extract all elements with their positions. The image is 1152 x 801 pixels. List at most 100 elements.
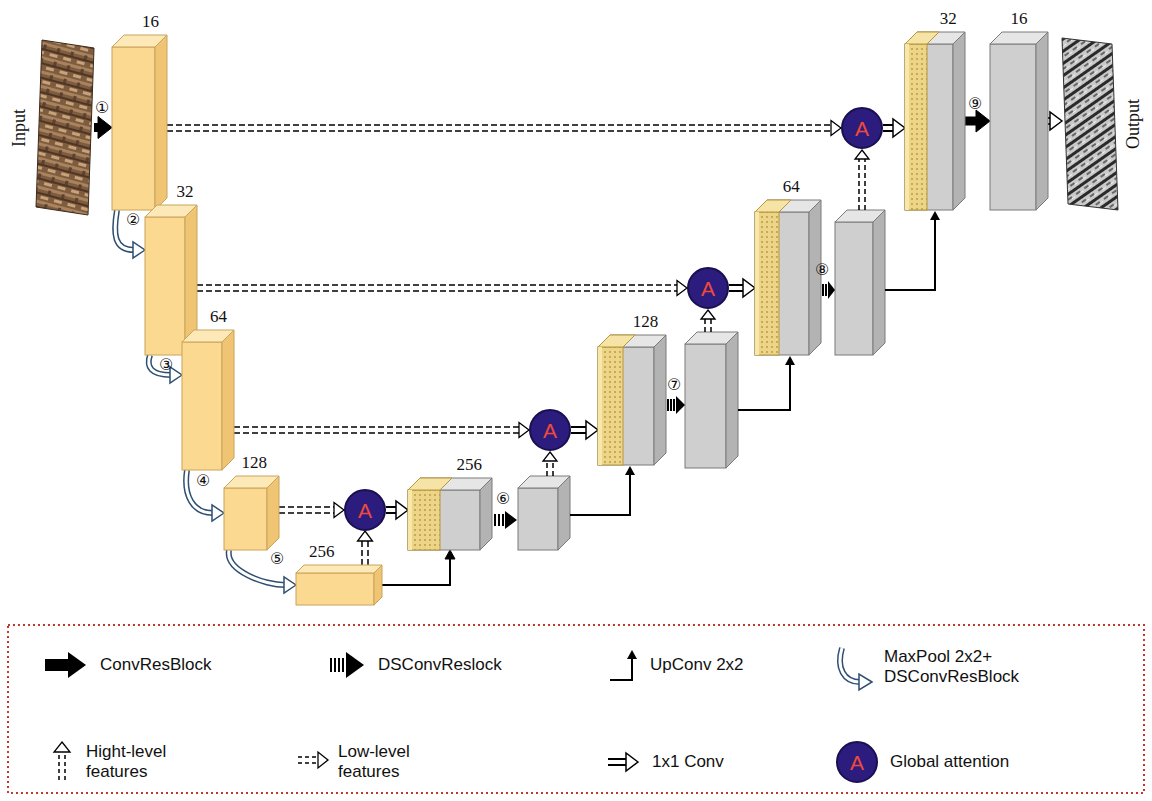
- feature-block: [990, 44, 1036, 210]
- attention-node: A: [529, 409, 571, 451]
- low-level-skip: [234, 423, 529, 438]
- legend-convres-symbol: [68, 652, 86, 678]
- dsconv-arrow: [494, 514, 496, 526]
- dashed-shaft: [234, 432, 520, 434]
- legend-maxpool-symbol: [859, 674, 872, 690]
- callout-number: ⑨: [968, 96, 982, 112]
- attention-letter: A: [837, 742, 877, 782]
- arrowhead: [396, 501, 408, 519]
- gray-feature-block: [685, 344, 726, 468]
- arrow-shaft: [729, 284, 744, 292]
- legend-lowlevel-symbol: [298, 762, 318, 764]
- conv1x1-arrow: [1048, 112, 1062, 130]
- feature-block: [755, 212, 759, 355]
- maxpool-arrow: [229, 550, 296, 593]
- arrowhead: [677, 281, 687, 296]
- arrowhead: [133, 242, 145, 258]
- feature-block: [905, 32, 939, 44]
- dashed-shaft: [197, 290, 678, 292]
- conv1x1-arrow: [729, 279, 755, 297]
- convres-arrow: [94, 117, 112, 139]
- arrow-shaft: [965, 117, 977, 126]
- high-level-arrow: [858, 158, 860, 210]
- feature-block: [598, 347, 623, 465]
- attention-letter: A: [687, 267, 729, 309]
- legend-maxpool-symbol: [840, 648, 860, 682]
- upconv-line: [738, 364, 790, 410]
- feature-block: [598, 347, 602, 465]
- legend-highlevel-symbol: [54, 742, 70, 752]
- feature-block: [598, 335, 666, 465]
- channel-count: 32: [940, 10, 957, 27]
- arrow-shaft: [186, 470, 213, 513]
- gray-feature-block: [518, 488, 558, 550]
- gray-feature-block: [558, 476, 570, 550]
- feature-block: [598, 335, 635, 347]
- legend-dsconv-symbol: [330, 652, 364, 678]
- arrowhead: [98, 117, 112, 139]
- feature-block: [408, 478, 492, 490]
- high-level-arrow: [358, 531, 373, 565]
- legend-dsconv-symbol: [346, 652, 364, 678]
- attention-circle: [530, 410, 570, 450]
- arrowhead: [1050, 112, 1062, 130]
- upconv-head: [625, 211, 940, 475]
- image-label: Input: [10, 108, 30, 146]
- low-level-skip: [197, 281, 687, 296]
- conv1x1-arrow: [386, 501, 408, 519]
- attention-circle: [688, 268, 728, 308]
- feature-map-node: 256: [408, 478, 492, 550]
- feature-block: [224, 476, 279, 550]
- feature-block: [112, 35, 167, 210]
- input-image: [36, 40, 94, 215]
- feature-block: [990, 32, 1048, 210]
- legend-text: Hight-level features: [86, 742, 196, 783]
- feature-map-node: 16: [112, 35, 167, 210]
- arrow-shaft: [729, 286, 744, 290]
- upconv-line: [570, 474, 630, 515]
- output-image: [1062, 38, 1118, 210]
- feature-block: [755, 200, 821, 355]
- attention-letter: A: [344, 489, 386, 531]
- feature-block: [296, 565, 382, 573]
- callout-number: ⑥: [496, 491, 510, 507]
- callout-number: ④: [196, 473, 210, 489]
- attention-node: A: [344, 489, 386, 531]
- upconv-arrow: [382, 550, 455, 585]
- high-level-arrow: [547, 158, 865, 476]
- arrowhead: [358, 531, 373, 541]
- legend-conv1x1-symbol: [607, 760, 627, 764]
- channel-count: 128: [242, 454, 268, 471]
- dashed-shaft: [279, 506, 335, 508]
- feature-block: [155, 35, 167, 210]
- arrowhead: [212, 505, 224, 521]
- upconv-head: [625, 466, 635, 475]
- gray-feature-block: [685, 332, 738, 468]
- dsconv-arrow: [505, 511, 517, 529]
- feature-block: [598, 347, 654, 465]
- legend-upconv-symbol: [610, 658, 632, 680]
- legend-highlevel-symbol: [64, 752, 66, 780]
- upconv-line: [885, 219, 935, 290]
- feature-map-node: 64: [182, 330, 234, 470]
- feature-block: [480, 478, 492, 550]
- attention-node: A: [687, 267, 729, 309]
- feature-map-node: 32: [905, 32, 965, 210]
- legend-text: DSConvReslock: [378, 655, 502, 675]
- legend-dsconv-symbol: [338, 658, 340, 672]
- dashed-shaft: [279, 512, 335, 514]
- arrowhead: [743, 279, 755, 297]
- gray-feature-block: [835, 222, 873, 355]
- legend-lowlevel-symbol: [298, 752, 328, 768]
- gray-feature-block: [726, 332, 738, 468]
- channel-count: 256: [457, 456, 483, 473]
- high-level-arrowhead: [543, 150, 869, 461]
- legend-dsconv-symbol: [342, 658, 344, 672]
- feature-block: [1036, 32, 1048, 210]
- legend-maxpool-symbol: [840, 648, 860, 682]
- feature-block: [905, 44, 927, 210]
- legend-dsconv-symbol: [330, 658, 332, 672]
- upconv-head: [930, 211, 940, 220]
- upconv-line: [570, 219, 935, 515]
